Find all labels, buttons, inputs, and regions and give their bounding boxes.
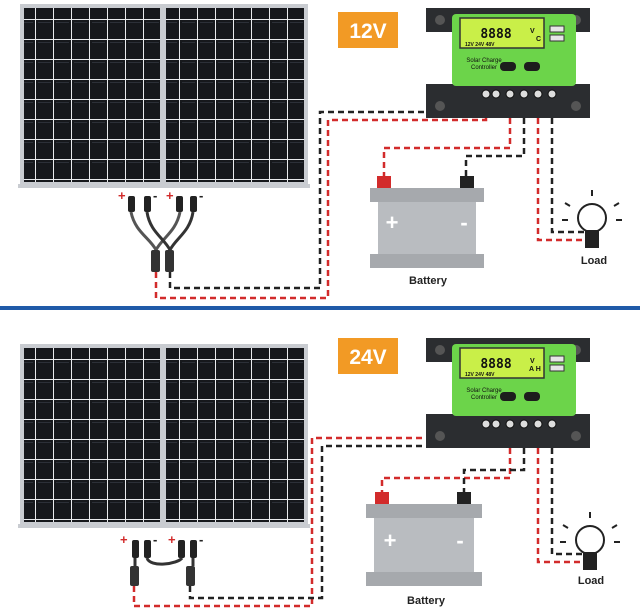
wire-bat-negative-bottom	[462, 428, 526, 492]
load-bulb-top: Load	[562, 190, 622, 267]
solar-panel-right	[162, 4, 308, 186]
connector-sign: -	[199, 532, 203, 547]
mc4-connector	[128, 196, 135, 212]
lcd-unit: C	[536, 36, 541, 43]
lcd-digits: 8888	[480, 357, 511, 372]
solar-panel-right	[162, 344, 308, 526]
usb-port	[549, 34, 565, 42]
battery-negative-sign: -	[460, 210, 467, 235]
top-scene: + - + - 12V	[18, 4, 622, 300]
voltage-label: 24V	[349, 346, 386, 369]
lightbulb-icon	[560, 512, 620, 570]
battery-positive-sign: +	[384, 528, 397, 553]
controller-brand-line2: Controller	[471, 395, 497, 401]
battery-negative-sign: -	[456, 528, 463, 553]
controller-brand-line1: Solar Charge	[466, 58, 502, 64]
controller-button[interactable]	[500, 62, 516, 71]
charge-controller-top: 8888 V C 12V 24V 48V Solar Charge Contro…	[426, 8, 590, 118]
wire-bat-negative-top	[464, 98, 526, 176]
panel-frame-bottom	[18, 184, 310, 188]
battery-top: + - Battery	[370, 176, 484, 287]
usb-port	[549, 364, 565, 372]
lcd-unit: V	[530, 28, 535, 35]
usb-port	[549, 355, 565, 363]
battery-positive-sign: +	[386, 210, 399, 235]
mc4-connector	[132, 540, 139, 558]
lcd-unit: A H	[529, 366, 541, 373]
charge-controller-bottom: 8888 V A H 12V 24V 48V Solar Charge Cont…	[426, 338, 590, 448]
controller-brand-line1: Solar Charge	[466, 388, 502, 394]
lightbulb-icon	[562, 190, 622, 248]
terminal-block-bottom	[481, 419, 557, 429]
lcd-unit: V	[530, 358, 535, 365]
battery-label: Battery	[407, 595, 446, 607]
lcd-digits: 8888	[480, 27, 511, 42]
lcd-screen	[459, 17, 545, 49]
mc4-connector	[144, 540, 151, 558]
wire-bat-positive-top	[382, 98, 512, 176]
connector-sign: +	[120, 532, 128, 547]
controller-brand-line2: Controller	[471, 65, 497, 71]
wire-pv-positive-top	[154, 98, 488, 300]
bottom-scene: + - + - 24V 8888	[18, 338, 620, 608]
terminal-block-top	[481, 89, 557, 99]
mc4-connector	[144, 196, 151, 212]
lcd-mode-text: 12V 24V 48V	[465, 42, 495, 48]
load-label: Load	[581, 255, 607, 267]
connector-sign: -	[199, 188, 203, 203]
mc4-connector	[178, 540, 185, 558]
voltage-badge-top: 12V	[338, 12, 398, 48]
solar-panel-left	[20, 344, 164, 526]
mc4-connector	[190, 540, 197, 558]
panel-connectors-top: + - + -	[118, 188, 203, 272]
branch-connector	[165, 250, 174, 272]
series-connector	[186, 566, 195, 586]
controller-button[interactable]	[524, 392, 540, 401]
lcd-screen	[459, 347, 545, 379]
controller-button[interactable]	[524, 62, 540, 71]
solar-panel-array-top	[18, 4, 310, 188]
mc4-connector	[190, 196, 197, 212]
branch-connector	[151, 250, 160, 272]
wire-load-positive-top	[536, 98, 586, 242]
solar-panel-array-bottom	[18, 344, 310, 528]
battery-bottom: + - Battery	[366, 492, 482, 607]
load-bulb-bottom: Load	[560, 512, 620, 587]
mc4-connector	[176, 196, 183, 212]
section-divider	[0, 306, 640, 310]
wire-load-negative-top	[550, 98, 586, 234]
usb-port	[549, 25, 565, 33]
panel-connectors-bottom: + - + -	[120, 532, 203, 586]
connector-sign: -	[153, 532, 157, 547]
wire-load-negative-bottom	[550, 428, 584, 556]
connector-sign: -	[153, 188, 157, 203]
load-label: Load	[578, 575, 604, 587]
controller-button[interactable]	[500, 392, 516, 401]
connector-sign: +	[168, 532, 176, 547]
voltage-label: 12V	[349, 20, 386, 43]
connector-sign: +	[166, 188, 174, 203]
battery-label: Battery	[409, 275, 448, 287]
connector-sign: +	[118, 188, 126, 203]
voltage-badge-bottom: 24V	[338, 338, 398, 374]
series-connector	[130, 566, 139, 586]
solar-panel-left	[20, 4, 164, 186]
wire-load-positive-bottom	[536, 428, 584, 564]
wire-bat-positive-bottom	[380, 428, 512, 492]
panel-frame-bottom	[18, 524, 310, 528]
lcd-mode-text: 12V 24V 48V	[465, 372, 495, 378]
